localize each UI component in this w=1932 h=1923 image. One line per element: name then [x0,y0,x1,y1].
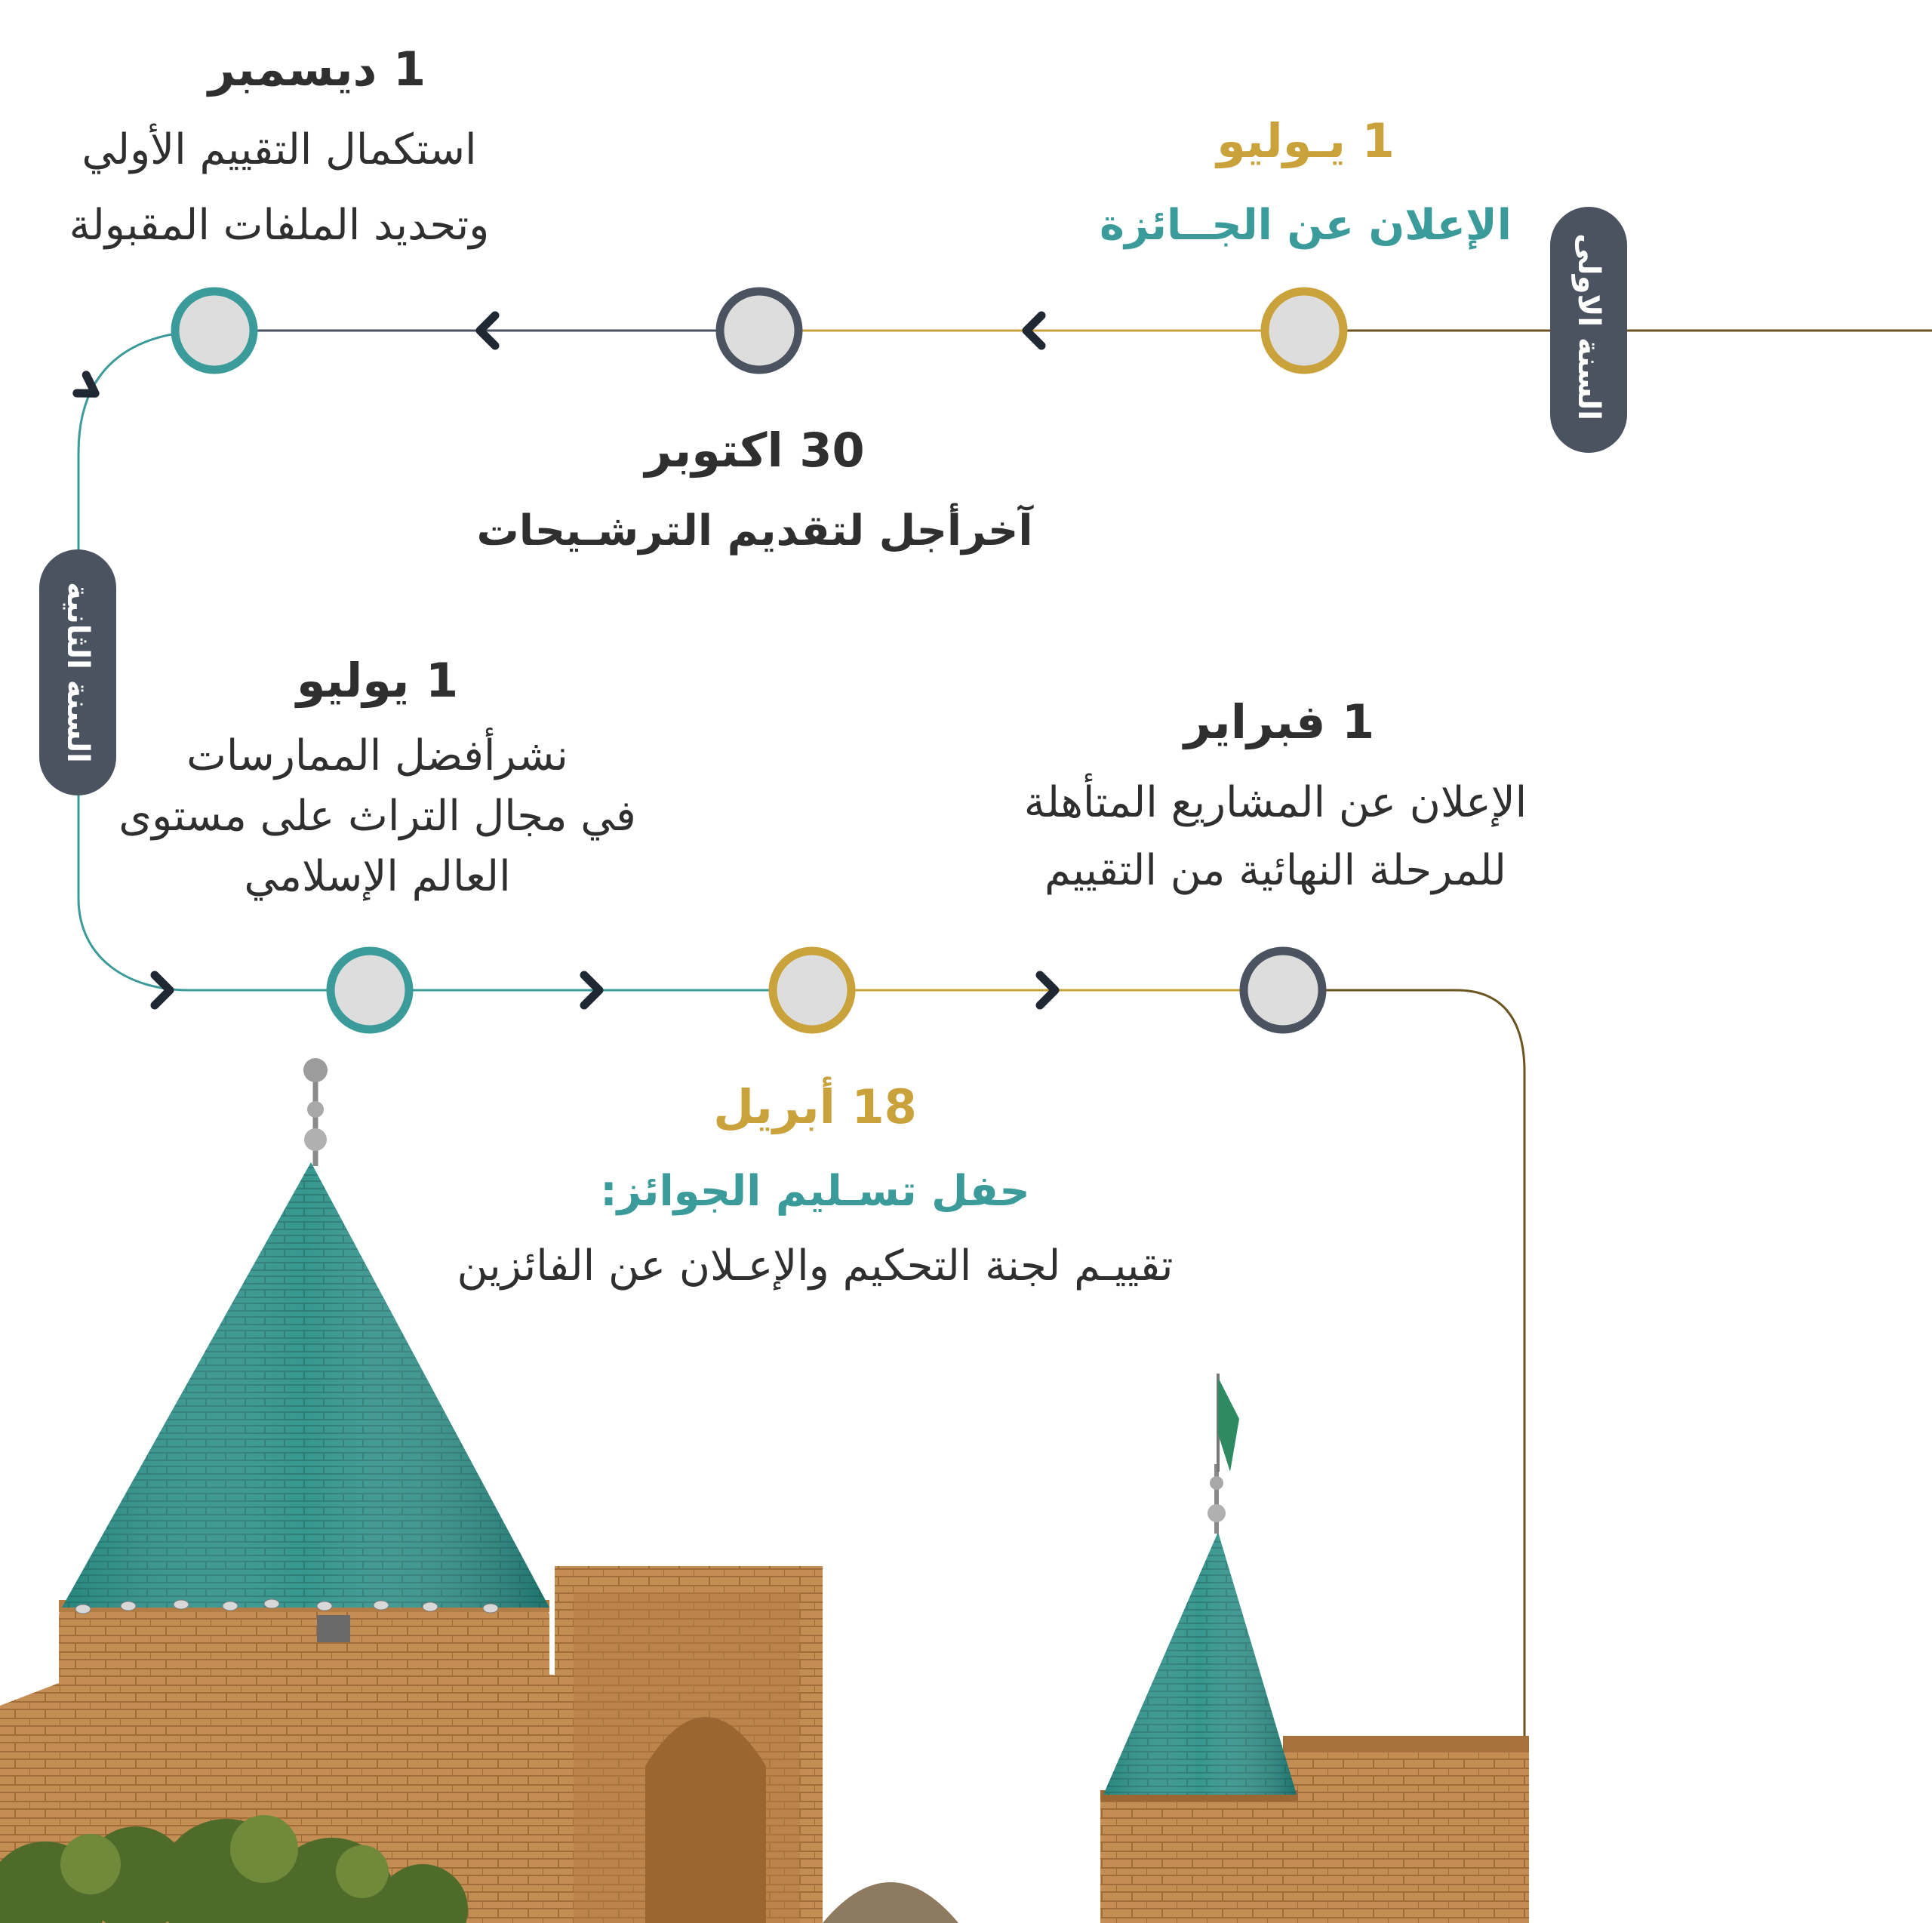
milestone-description-line-1: استكمال التقييم الأولي [82,125,477,174]
year-two-label: السنة الثانية [60,582,95,763]
shrine-illustration [0,1058,1529,1923]
direction-arrows [72,311,1060,1010]
milestone-date: 1 فبراير [1183,694,1375,749]
timeline-connectors [77,329,1932,1923]
chevron-down-icon [72,371,100,398]
milestone-description-line-3: العالم الإسلامي [244,852,511,901]
right-building-wall [1283,1736,1529,1923]
node-july-1 [1260,287,1348,374]
milestone-description-line-2: في مجال التراث على مستوى [118,792,636,841]
right-curve-connector [1283,989,1526,1923]
milestone-description-line-2: للمرحلة النهائية من التقييم [1044,846,1506,895]
milestone-date: 1 يوليو [296,653,459,708]
chevron-left-icon [1022,311,1046,350]
milestone-description: الإعلان عن الجــائزة [1100,201,1512,250]
node-december-1 [171,287,258,374]
milestone-date: 1 ديسمبر [208,42,426,97]
year-one-pill [1550,207,1627,453]
milestone-nodes [171,287,1348,1034]
flag [1218,1377,1239,1472]
node-july-1-year2 [326,946,414,1034]
chevron-left-icon [475,311,500,350]
node-april-18 [768,946,856,1034]
milestone-description-line-2: وتحديد الملفات المقبولة [69,201,490,250]
milestone-date: 30 اكتوبر [645,423,865,478]
chevron-right-icon [1035,971,1060,1010]
node-february-1 [1239,946,1327,1034]
iwan-arch [645,1717,766,1923]
year-one-label: السنة الاولى [1571,233,1606,420]
chevron-right-icon [150,971,174,1010]
milestone-description-line-1: الإعلان عن المشاريع المتأهلة [1023,778,1527,827]
milestone-date: 1 يـوليو [1217,113,1395,168]
left-curve-connector [77,329,215,992]
milestone-description-line-2: تقييـم لجنة التحكيم والإعـلان عن الفائزي… [457,1241,1174,1291]
chevron-right-icon [580,971,604,1010]
big-dome-drum [59,1608,549,1698]
year-two-pill [39,549,116,795]
small-round-dome [823,1882,958,1923]
milestone-date: 18 أبريل [713,1079,917,1134]
small-dome-drum [1100,1796,1298,1923]
node-october-30 [715,287,803,374]
milestone-description: آخرأجل لتقديم الترشـيحات [476,506,1033,555]
milestone-description-line-1: نشرأفضل الممارسات [186,731,568,780]
milestone-description-line-1: حفل تسـليم الجوائز: [600,1167,1030,1216]
